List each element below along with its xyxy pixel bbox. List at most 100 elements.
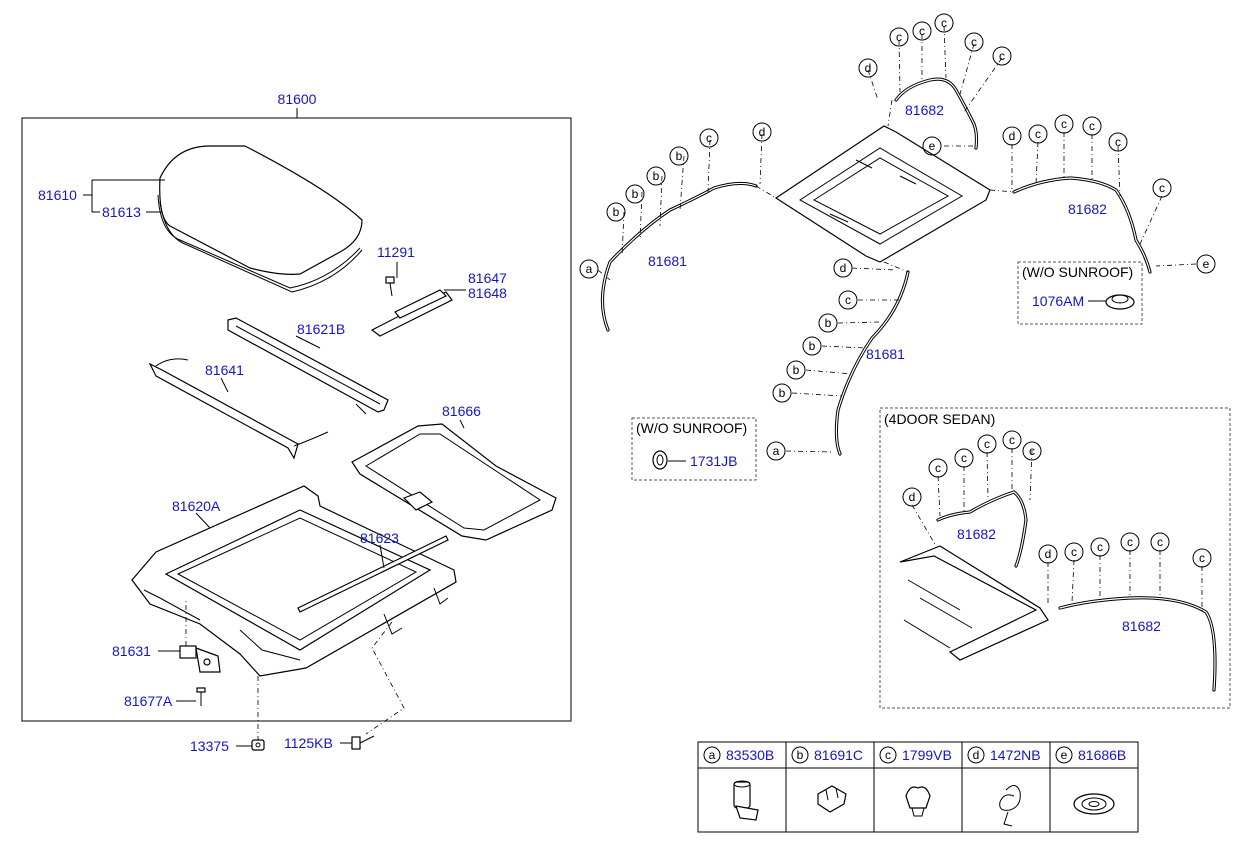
legend-part-1472NB[interactable]: 1472NB	[990, 747, 1041, 763]
callout-c: c	[1009, 433, 1015, 447]
callout-c: c	[961, 451, 967, 465]
label-81648[interactable]: 81648	[468, 285, 507, 301]
label-81600[interactable]: 81600	[278, 91, 317, 107]
label-81682-top[interactable]: 81682	[905, 102, 944, 118]
callout-c: c	[1097, 540, 1103, 554]
legend-icon-1472NB	[999, 785, 1021, 827]
legend-table: a 83530B b 81691C c 1799VB d 1472NB e 81…	[697, 741, 1139, 833]
callout-c: c	[845, 293, 851, 307]
motor-81631	[179, 645, 221, 673]
callout-e: e	[929, 139, 936, 153]
legend-part-1799VB[interactable]: 1799VB	[902, 747, 952, 763]
label-81610[interactable]: 81610	[38, 187, 77, 203]
callout-c: c	[1157, 535, 1163, 549]
callouts-main: a b b b b c d d c c c c c e d c c c c c …	[579, 13, 1216, 461]
callout-d: d	[1045, 547, 1052, 561]
label-81682-sedan-left[interactable]: 81682	[957, 526, 996, 542]
callout-b: b	[779, 386, 786, 400]
wo-sunroof-box-left	[631, 417, 757, 481]
four-door-sedan-box	[879, 407, 1231, 709]
bracket-81647	[370, 289, 453, 337]
label-81623[interactable]: 81623	[360, 530, 399, 546]
callout-c: c	[935, 461, 941, 475]
sunshade-81641	[148, 358, 329, 460]
label-81666[interactable]: 81666	[442, 403, 481, 419]
weatherstrip-81623	[297, 535, 449, 613]
callout-c: c	[919, 24, 925, 38]
legend-letter-e: e	[1061, 748, 1068, 762]
callout-b: b	[825, 316, 832, 330]
callout-c: c	[971, 35, 977, 49]
callout-b: b	[793, 363, 800, 377]
label-11291[interactable]: 11291	[377, 244, 415, 260]
label-1076AM[interactable]: 1076AM	[1032, 293, 1084, 309]
label-1731JB[interactable]: 1731JB	[690, 453, 737, 469]
legend-icon-81686B	[1073, 793, 1115, 815]
callout-b: b	[809, 339, 816, 353]
callout-c: c	[1115, 135, 1121, 149]
label-81641[interactable]: 81641	[205, 362, 244, 378]
screw-11291	[385, 276, 395, 297]
legend-letter-a: a	[709, 748, 716, 762]
wo-sunroof-title-left: (W/O SUNROOF)	[636, 420, 747, 436]
label-81681-upper[interactable]: 81681	[648, 253, 687, 269]
callout-b: b	[613, 205, 620, 219]
callout-c: c	[1029, 444, 1035, 458]
label-81677A[interactable]: 81677A	[124, 693, 173, 709]
callout-c: c	[706, 131, 712, 145]
callout-c: c	[984, 437, 990, 451]
label-13375[interactable]: 13375	[190, 738, 229, 754]
wo-sunroof-box-right	[1017, 261, 1143, 325]
callout-c: c	[999, 49, 1005, 63]
callout-c: c	[1089, 119, 1095, 133]
glass-panel	[157, 145, 363, 293]
bolt-1125KB	[351, 735, 375, 750]
callout-d: d	[840, 261, 847, 275]
plug-1076AM	[1105, 294, 1135, 310]
label-81681-lower[interactable]: 81681	[866, 346, 905, 362]
legend-part-83530B[interactable]: 83530B	[726, 747, 774, 763]
roof-frame-center	[774, 125, 991, 263]
shade-panel-81666	[351, 423, 557, 541]
label-1125KB[interactable]: 1125KB	[284, 735, 333, 751]
nut-13375	[251, 739, 265, 751]
label-81682-sedan-right[interactable]: 81682	[1122, 618, 1161, 634]
callout-c: c	[1035, 127, 1041, 141]
callout-d: d	[1009, 129, 1016, 143]
plug-1731JB	[652, 450, 668, 470]
callout-d: d	[909, 490, 916, 504]
legend-letter-b: b	[797, 748, 804, 762]
label-81682-right[interactable]: 81682	[1068, 201, 1107, 217]
label-81647[interactable]: 81647	[468, 270, 507, 286]
callout-c: c	[1199, 551, 1205, 565]
legend-letter-c: c	[885, 748, 891, 762]
label-81621B[interactable]: 81621B	[297, 321, 345, 337]
legend-icon-83530B	[733, 780, 759, 821]
callout-a: a	[586, 262, 593, 276]
legend-icon-81691C	[817, 785, 847, 813]
label-81631[interactable]: 81631	[112, 643, 151, 659]
callout-d: d	[759, 125, 766, 139]
legend-part-81686B[interactable]: 81686B	[1078, 747, 1126, 763]
callout-b: b	[676, 149, 683, 163]
legend-letter-d: d	[973, 748, 980, 762]
label-81613[interactable]: 81613	[102, 204, 141, 220]
callout-b: b	[632, 187, 639, 201]
callout-c: c	[1127, 535, 1133, 549]
callout-d: d	[865, 61, 872, 75]
callout-c: c	[1159, 181, 1165, 195]
legend-icon-1799VB	[905, 786, 931, 817]
callout-a: a	[773, 444, 780, 458]
callout-b: b	[653, 169, 660, 183]
callout-e: e	[1203, 257, 1210, 271]
four-door-sedan-title: (4DOOR SEDAN)	[884, 411, 995, 427]
callout-c: c	[1061, 117, 1067, 131]
roof-frame-sedan	[899, 545, 1049, 661]
callouts-sedan: d c c c c c d c c c c c	[902, 430, 1212, 568]
label-81620A[interactable]: 81620A	[172, 498, 221, 514]
legend-part-81691C[interactable]: 81691C	[814, 747, 863, 763]
sunroof-frame-81620A	[131, 485, 457, 677]
wo-sunroof-title-right: (W/O SUNROOF)	[1022, 264, 1133, 280]
callout-c: c	[896, 30, 902, 44]
